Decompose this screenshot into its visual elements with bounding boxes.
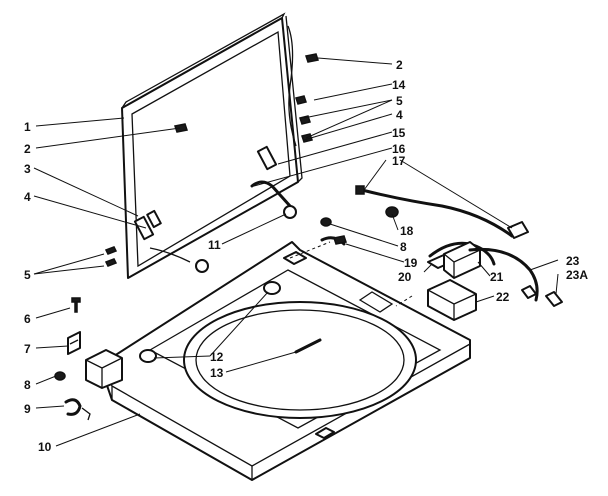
callout-15: 15 xyxy=(392,126,406,140)
part-18 xyxy=(385,206,399,218)
callout-12: 12 xyxy=(210,350,224,364)
callout-7: 7 xyxy=(24,342,31,356)
hinge-pin-upper xyxy=(263,281,281,295)
switch-housing-22 xyxy=(427,279,477,321)
callout-1: 1 xyxy=(24,120,31,134)
lid-bumper-top xyxy=(305,53,319,63)
callout-16: 16 xyxy=(392,142,406,156)
callout-8-left: 8 xyxy=(24,378,31,392)
callout-20: 20 xyxy=(398,270,412,284)
callout-5-left: 5 xyxy=(24,268,31,282)
callout-6: 6 xyxy=(24,312,31,326)
spring-clip-9 xyxy=(64,398,82,416)
wire-23 xyxy=(468,247,539,302)
callout-22: 22 xyxy=(496,290,510,304)
harness-connector xyxy=(507,221,529,239)
connector-23A xyxy=(545,291,563,307)
callout-labels: 1 2 3 4 5 6 7 8 9 10 11 12 13 2 14 5 4 1… xyxy=(24,58,588,454)
callout-19: 19 xyxy=(404,256,418,270)
callout-8-right: 8 xyxy=(400,240,407,254)
callout-2-right: 2 xyxy=(396,58,403,72)
callout-4-left: 4 xyxy=(24,190,31,204)
tub-ring-opening xyxy=(183,301,417,419)
hinge-bracket-7 xyxy=(67,331,81,355)
grommet-8b xyxy=(320,217,332,227)
lid-bumper-left xyxy=(174,123,188,133)
lid-bumper-11 xyxy=(283,205,297,219)
callout-9: 9 xyxy=(24,402,31,416)
lid-switch-parts xyxy=(289,185,563,321)
callout-4-right: 4 xyxy=(396,108,403,122)
callout-14: 14 xyxy=(392,78,406,92)
hinge-block xyxy=(85,349,123,389)
callout-23: 23 xyxy=(566,254,580,268)
callout-21: 21 xyxy=(490,270,504,284)
lid-assembly xyxy=(121,12,319,279)
leader-lines xyxy=(33,57,559,447)
callout-5-right: 5 xyxy=(396,94,403,108)
top-panel-assembly xyxy=(99,241,471,481)
callout-13: 13 xyxy=(210,366,224,380)
callout-23A: 23A xyxy=(566,268,588,282)
wire-harness-17 xyxy=(360,188,514,238)
hinge-pin-lower xyxy=(139,349,157,363)
callout-17: 17 xyxy=(392,154,406,168)
callout-18: 18 xyxy=(400,224,414,238)
callout-3: 3 xyxy=(24,162,31,176)
callout-10: 10 xyxy=(38,440,52,454)
callout-2-left: 2 xyxy=(24,142,31,156)
grommet-8 xyxy=(54,371,66,381)
lid-switch-bracket xyxy=(256,145,278,171)
lid-switch-21 xyxy=(443,241,481,279)
callout-11: 11 xyxy=(208,238,221,252)
screw-6 xyxy=(71,297,81,313)
hinge-parts xyxy=(54,246,123,421)
hinge-spring xyxy=(294,338,322,354)
